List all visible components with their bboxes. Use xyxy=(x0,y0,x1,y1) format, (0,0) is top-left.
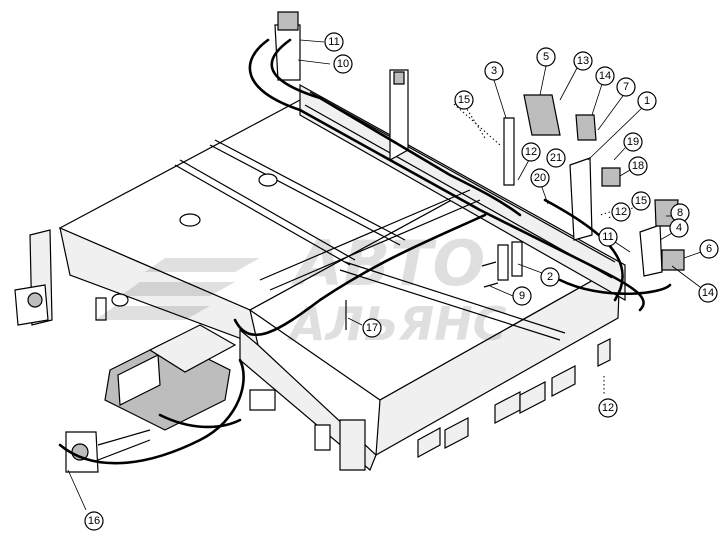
svg-text:2: 2 xyxy=(547,271,553,283)
callout-15-left: 15 xyxy=(454,90,474,110)
upright-brackets xyxy=(274,11,685,281)
svg-text:4: 4 xyxy=(676,222,682,234)
callout-10: 10 xyxy=(333,54,353,74)
bolts xyxy=(345,261,499,330)
callout-4: 4 xyxy=(669,218,689,238)
svg-text:8: 8 xyxy=(677,207,683,219)
wiring-harness xyxy=(58,38,672,465)
callout-11-top: 11 xyxy=(324,32,344,52)
svg-text:1: 1 xyxy=(644,95,650,107)
callout-14-top: 14 xyxy=(595,66,615,86)
svg-text:12: 12 xyxy=(525,146,537,158)
callout-12-mid: 12 xyxy=(521,142,541,162)
watermark-logo: АВТО АЛЬЯНС xyxy=(95,227,507,351)
callout-21: 21 xyxy=(546,148,566,168)
floor-holes xyxy=(111,173,278,307)
watermark-line1: АВТО xyxy=(290,227,485,300)
svg-text:12: 12 xyxy=(602,402,614,414)
svg-text:14: 14 xyxy=(702,287,714,299)
callout-19: 19 xyxy=(623,132,643,152)
callout-3: 3 xyxy=(484,61,504,81)
svg-text:18: 18 xyxy=(632,160,644,172)
svg-text:17: 17 xyxy=(366,322,378,334)
svg-text:3: 3 xyxy=(491,65,497,77)
cross-bars xyxy=(174,139,566,341)
svg-text:7: 7 xyxy=(623,81,629,93)
right-front-skirt xyxy=(375,263,621,457)
callout-13: 13 xyxy=(573,51,593,71)
svg-text:16: 16 xyxy=(88,515,100,527)
svg-text:19: 19 xyxy=(627,136,639,148)
callout-11-right: 11 xyxy=(598,227,618,247)
callout-18: 18 xyxy=(628,156,648,176)
callout-2: 2 xyxy=(540,267,560,287)
rear-side-frame xyxy=(299,83,626,302)
svg-text:15: 15 xyxy=(635,195,647,207)
svg-text:6: 6 xyxy=(706,243,712,255)
chassis-body xyxy=(58,83,626,471)
callout-6: 6 xyxy=(699,239,719,259)
svg-text:11: 11 xyxy=(328,36,339,48)
callouts: 11 10 3 5 13 14 7 1 xyxy=(84,32,719,531)
callout-5: 5 xyxy=(536,47,556,67)
skirt-plates xyxy=(417,338,611,459)
drawbar-assembly xyxy=(65,324,366,473)
callout-9: 9 xyxy=(512,286,532,306)
callout-12-bottom: 12 xyxy=(598,398,618,418)
callout-7: 7 xyxy=(616,77,636,97)
watermark-line2: АЛЬЯНС xyxy=(287,297,507,351)
svg-text:10: 10 xyxy=(337,58,349,70)
callout-15-right: 15 xyxy=(631,191,651,211)
svg-text:13: 13 xyxy=(577,55,589,67)
callout-1: 1 xyxy=(637,91,657,111)
svg-text:20: 20 xyxy=(534,172,546,184)
svg-text:15: 15 xyxy=(458,94,470,106)
svg-text:11: 11 xyxy=(602,231,613,243)
left-end-bracket xyxy=(14,229,107,326)
callout-16: 16 xyxy=(84,511,104,531)
callout-20: 20 xyxy=(530,168,550,188)
leader-lines xyxy=(67,39,705,511)
callout-17: 17 xyxy=(362,318,382,338)
callout-14-right: 14 xyxy=(698,283,718,303)
svg-text:12: 12 xyxy=(615,206,627,218)
callout-12-right: 12 xyxy=(611,202,631,222)
svg-text:9: 9 xyxy=(519,290,525,302)
svg-text:5: 5 xyxy=(543,51,549,63)
svg-text:14: 14 xyxy=(599,70,611,82)
svg-text:21: 21 xyxy=(550,152,562,164)
